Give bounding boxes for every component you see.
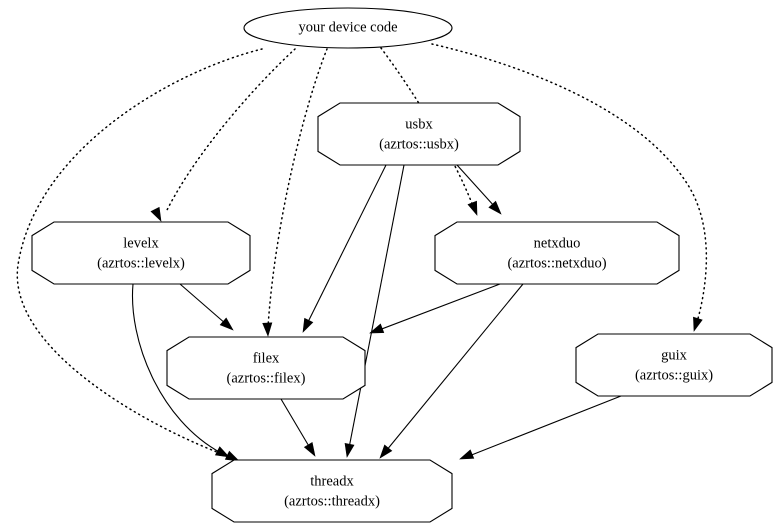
node-shape-octagon — [211, 459, 453, 523]
node-guix[interactable]: guix(azrtos::guix) — [575, 333, 773, 397]
edge-device-to-guix — [431, 43, 708, 332]
edge-guix-to-threadx — [459, 395, 622, 460]
node-label-primary: filex — [253, 350, 280, 366]
nodes-layer: your device codeusbx(azrtos::usbx)levelx… — [31, 7, 773, 523]
edge-netxduo-to-threadx — [379, 283, 524, 459]
node-label-secondary: (azrtos::threadx) — [284, 493, 380, 509]
node-label-secondary: (azrtos::filex) — [227, 370, 306, 386]
edge-device-to-filex — [262, 48, 328, 337]
node-shape-octagon — [575, 333, 773, 397]
node-label-secondary: (azrtos::usbx) — [379, 136, 459, 152]
node-shape-ellipse — [243, 7, 453, 49]
edge-levelx-to-filex — [179, 283, 234, 331]
node-label-primary: usbx — [405, 116, 433, 132]
node-netxduo[interactable]: netxduo(azrtos::netxduo) — [434, 221, 680, 285]
node-label-primary: levelx — [123, 235, 159, 251]
node-shape-octagon — [434, 221, 680, 285]
edge-usbx-to-filex — [302, 164, 387, 333]
node-shape-octagon — [31, 221, 251, 285]
node-levelx[interactable]: levelx(azrtos::levelx) — [31, 221, 251, 285]
edge-usbx-to-netxduo — [456, 164, 502, 215]
node-label-primary: netxduo — [534, 235, 581, 251]
node-label-primary: guix — [661, 347, 688, 363]
edge-device-to-netxduo — [380, 47, 478, 216]
edge-usbx-to-threadx — [344, 164, 405, 458]
node-label-primary: your device code — [298, 19, 397, 35]
node-label-secondary: (azrtos::guix) — [635, 367, 713, 383]
node-label-secondary: (azrtos::netxduo) — [507, 255, 606, 271]
node-threadx[interactable]: threadx(azrtos::threadx) — [211, 459, 453, 523]
node-device[interactable]: your device code — [243, 7, 453, 49]
edge-device-to-levelx — [150, 48, 296, 222]
node-filex[interactable]: filex(azrtos::filex) — [166, 336, 366, 400]
edge-filex-to-threadx — [280, 398, 316, 457]
node-label-secondary: (azrtos::levelx) — [97, 255, 185, 271]
node-usbx[interactable]: usbx(azrtos::usbx) — [317, 102, 521, 166]
edge-levelx-to-threadx — [131, 283, 230, 458]
edges-layer — [16, 43, 708, 462]
node-shape-octagon — [166, 336, 366, 400]
node-label-primary: threadx — [310, 473, 354, 489]
node-shape-octagon — [317, 102, 521, 166]
edge-netxduo-to-filex — [369, 283, 501, 334]
